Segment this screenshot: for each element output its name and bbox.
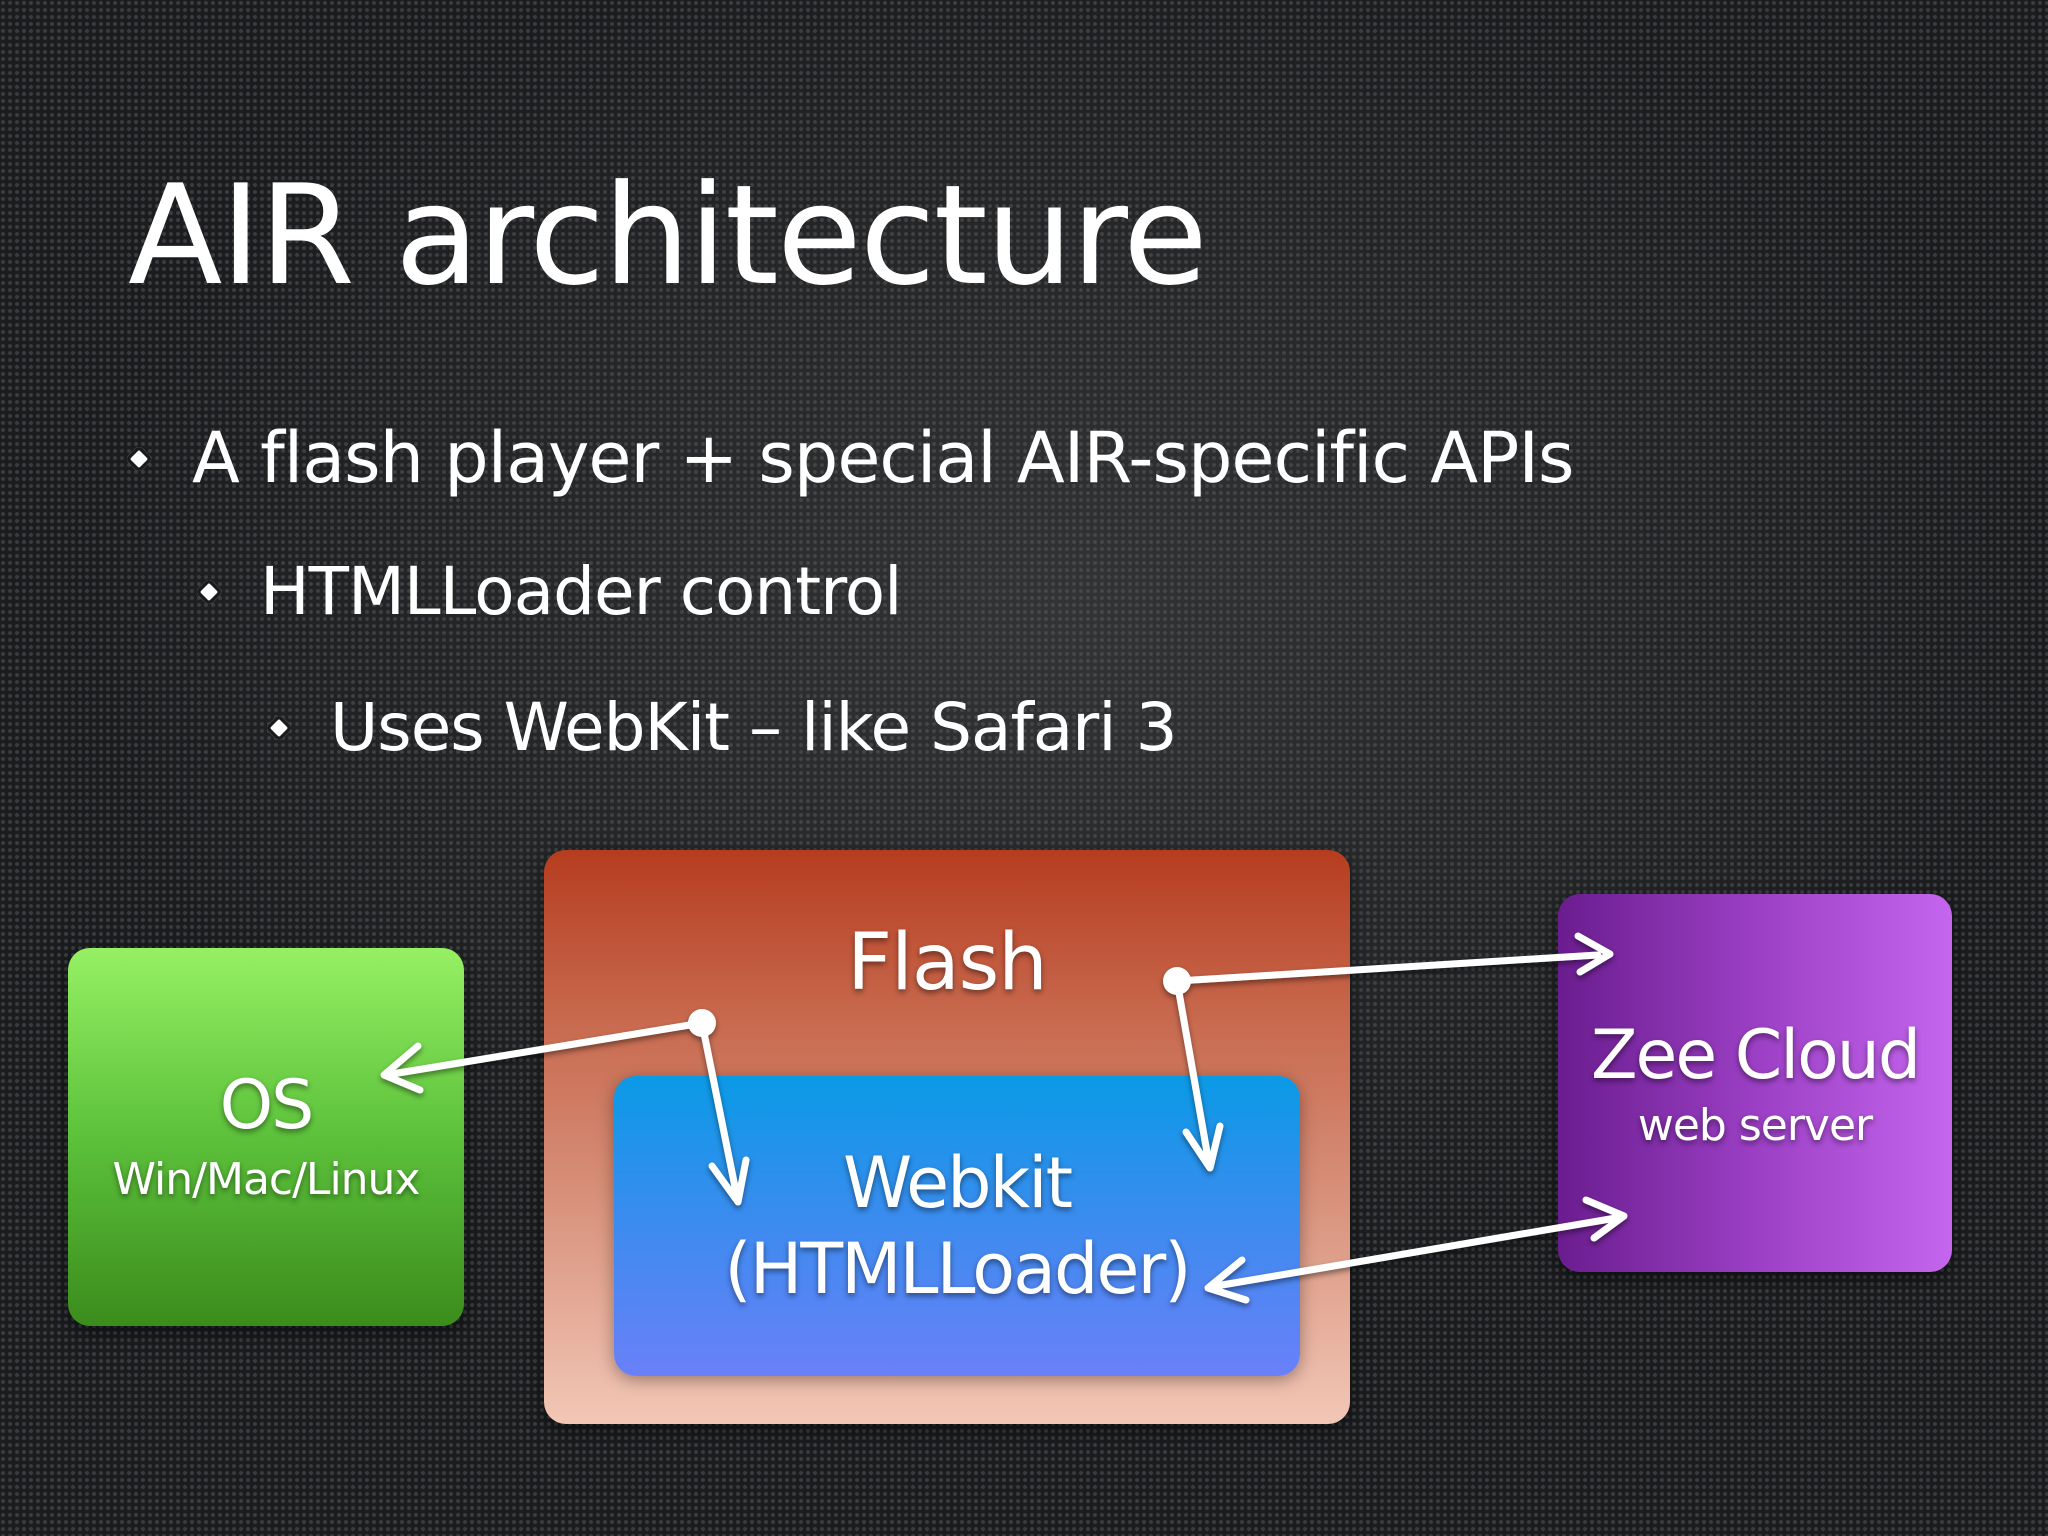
bullet-text: A flash player + special AIR-specific AP… bbox=[192, 417, 1574, 500]
slide-title: AIR architecture bbox=[128, 155, 1208, 316]
cloud-box-title: Zee Cloud bbox=[1590, 1016, 1921, 1095]
flash-box-title: Flash bbox=[847, 918, 1047, 1008]
os-box-subtitle: Win/Mac/Linux bbox=[112, 1154, 421, 1205]
bullet-level-3: Uses WebKit – like Safari 3 bbox=[264, 688, 1178, 766]
bullet-icon bbox=[194, 577, 224, 607]
bullet-icon bbox=[124, 444, 154, 474]
os-box-title: OS bbox=[219, 1066, 315, 1145]
bullet-text: HTMLLoader control bbox=[260, 552, 902, 630]
bullet-level-1: A flash player + special AIR-specific AP… bbox=[124, 416, 1574, 500]
os-box: OS Win/Mac/Linux bbox=[68, 948, 464, 1326]
cloud-box: Zee Cloud web server bbox=[1558, 894, 1952, 1272]
bullet-text: Uses WebKit – like Safari 3 bbox=[330, 688, 1178, 766]
bullet-icon bbox=[264, 713, 294, 743]
webkit-box-subtitle: (HTMLLoader) bbox=[724, 1228, 1191, 1310]
bullet-level-2: HTMLLoader control bbox=[194, 552, 902, 630]
cloud-box-subtitle: web server bbox=[1637, 1100, 1873, 1151]
webkit-box-title: Webkit bbox=[842, 1142, 1073, 1224]
webkit-box: Webkit (HTMLLoader) bbox=[614, 1076, 1300, 1376]
